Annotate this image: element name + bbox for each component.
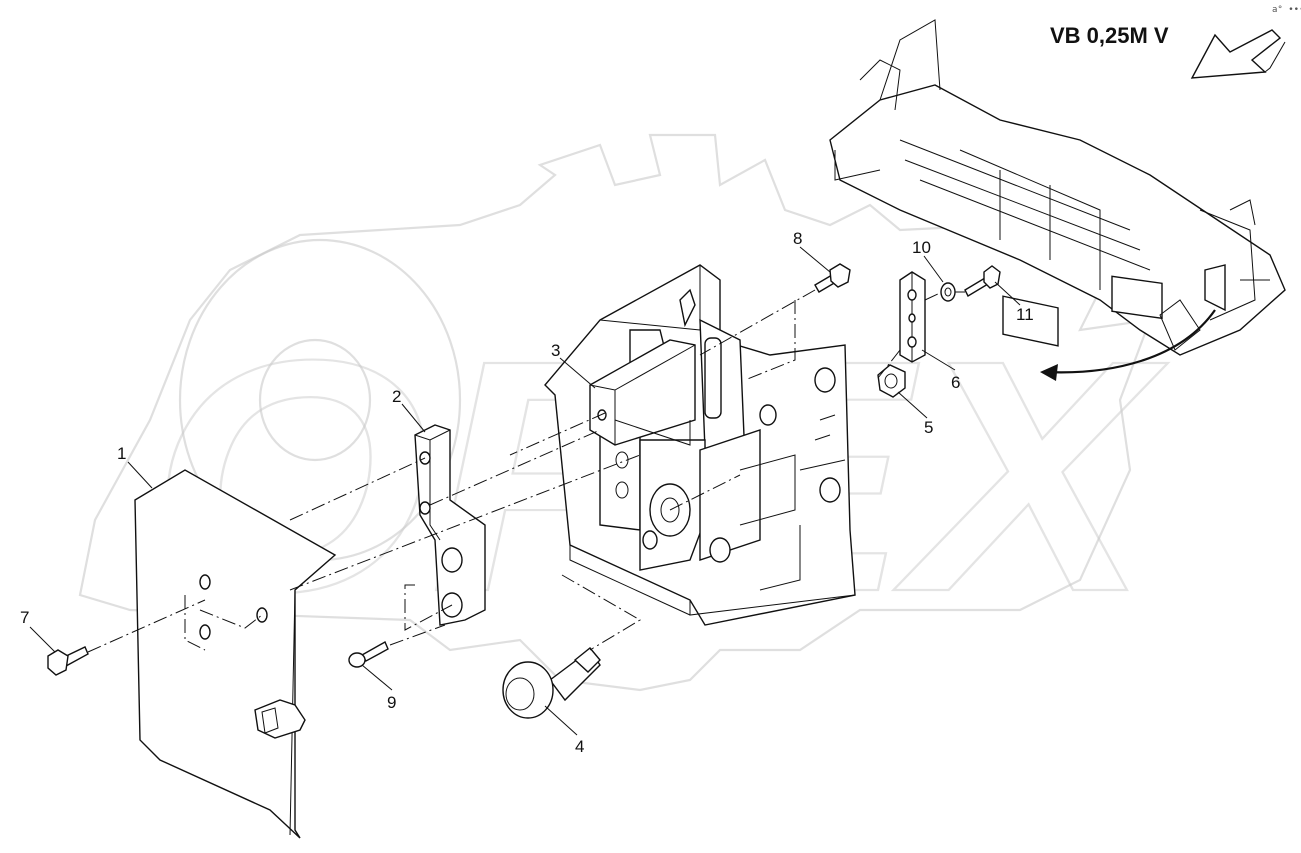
main-bracket-assembly xyxy=(544,264,856,626)
screed-overview-drawing xyxy=(829,19,1286,356)
callout-1: 1 xyxy=(117,444,126,463)
part-9-bolt xyxy=(348,641,389,668)
corner-mark: a° ••• xyxy=(1272,5,1301,15)
callout-6: 6 xyxy=(951,373,960,392)
callout-labels: 1 2 3 4 5 6 7 8 9 10 11 xyxy=(20,229,1034,756)
part-5-nut xyxy=(877,364,906,398)
callout-11: 11 xyxy=(1016,305,1034,324)
callout-8: 8 xyxy=(793,229,802,248)
callout-leaders xyxy=(29,246,1021,736)
part-6-slotted-bar xyxy=(899,271,926,363)
location-arrowhead-icon xyxy=(1040,364,1058,381)
callout-9: 9 xyxy=(387,693,396,712)
part-1-cover-plate xyxy=(134,469,337,839)
part-3-block xyxy=(589,339,696,446)
callout-4: 4 xyxy=(575,737,584,756)
part-2-plate xyxy=(414,424,486,626)
part-10-washer xyxy=(940,282,956,302)
callout-5: 5 xyxy=(924,418,933,437)
view-direction-arrow-icon xyxy=(1190,29,1286,79)
location-arrow xyxy=(1044,309,1216,374)
part-8-bolt xyxy=(814,263,851,293)
part-7-bolt xyxy=(47,646,89,676)
watermark-ring-inner xyxy=(258,338,372,462)
assembly-center-lines xyxy=(87,289,965,653)
part-4-knob xyxy=(502,647,601,719)
callout-10: 10 xyxy=(912,238,931,257)
callout-7: 7 xyxy=(20,608,29,627)
callout-3: 3 xyxy=(551,341,560,360)
view-title: VB 0,25M V xyxy=(1050,23,1169,48)
callout-2: 2 xyxy=(392,387,401,406)
